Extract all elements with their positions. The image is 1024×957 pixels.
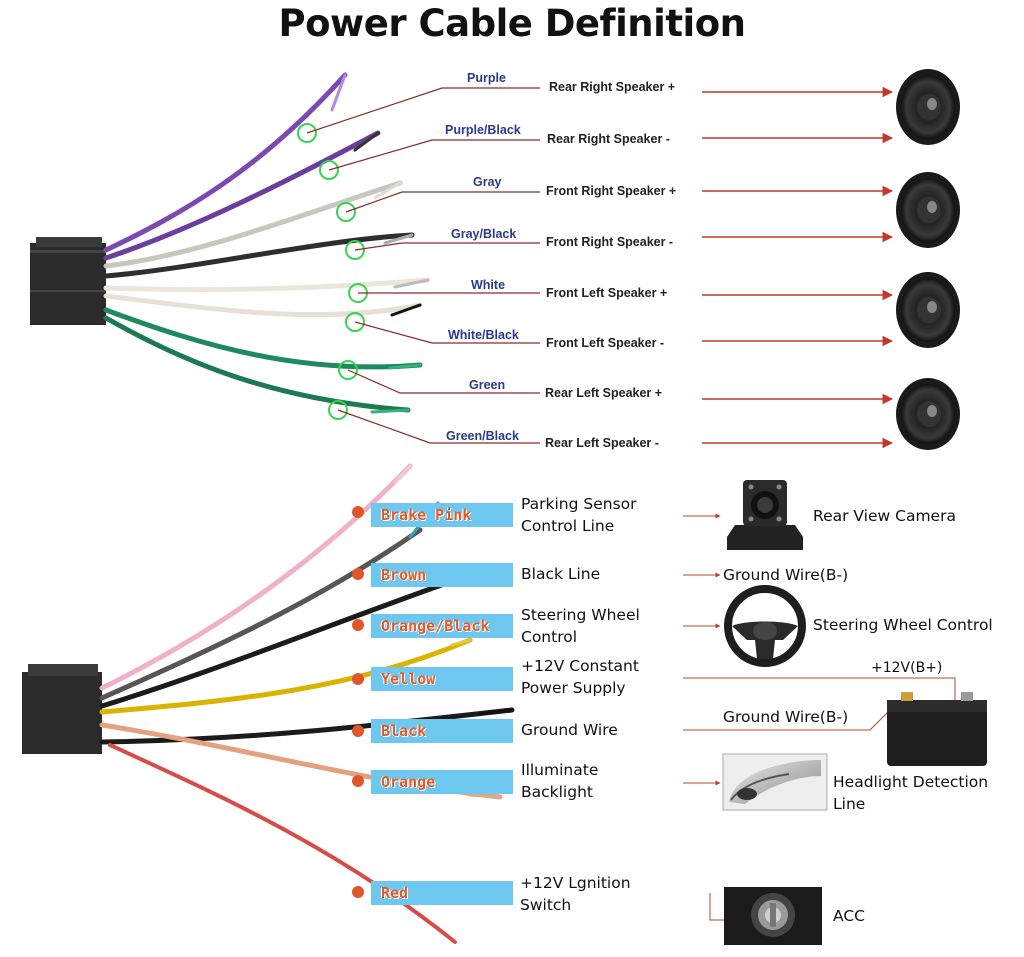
wire-label-green-black: Green/Black [446, 429, 519, 443]
wire-label-purple-black: Purple/Black [445, 123, 521, 137]
wire-label-gray: Gray [473, 175, 502, 189]
tag-brake-pink: Brake Pink [371, 503, 513, 527]
device-ground-wire-2: Ground Wire(B-) [723, 708, 849, 726]
function-backlight: Illuminate Backlight [521, 759, 598, 803]
function-line: +12V Constant [521, 657, 639, 675]
function-ignition: +12V Lgnition Switch [520, 872, 631, 916]
function-line: Illuminate [521, 761, 599, 779]
speaker-arrows [702, 86, 894, 449]
tag-yellow: Yellow [371, 667, 513, 691]
function-line: +12V Lgnition [520, 874, 631, 892]
diagram-title: Power Cable Definition [278, 2, 746, 45]
speaker-label: Rear Right Speaker + [549, 80, 676, 94]
speaker-label: Front Right Speaker + [546, 184, 677, 198]
function-line: Backlight [521, 783, 593, 801]
device-headlight-line: Line [833, 795, 866, 813]
device-headlight-line: Headlight Detection [833, 773, 989, 791]
tag-orange: Orange [371, 770, 513, 794]
ignition-switch-icon [724, 887, 822, 945]
device-acc: ACC [833, 907, 865, 925]
device-rear-camera: Rear View Camera [813, 507, 956, 525]
wire-label-gray-black: Gray/Black [451, 227, 517, 241]
tag-brown: Brown [371, 563, 513, 587]
function-constant-power: +12V Constant Power Supply [521, 655, 639, 699]
device-battery-plus: +12V(B+) [871, 660, 943, 676]
function-line: Ground Wire [521, 721, 618, 739]
connector-icon [30, 237, 106, 325]
speaker-label: Rear Left Speaker - [545, 436, 659, 450]
tag-orange-black: Orange/Black [371, 614, 513, 638]
function-line: Parking Sensor [521, 495, 637, 513]
device-ground-wire-1: Ground Wire(B-) [723, 566, 849, 584]
tag-black: Black [371, 719, 513, 743]
speaker-icon [896, 172, 960, 248]
wire-dots [352, 506, 364, 898]
wire-label-white-black: White/Black [448, 328, 519, 342]
speaker-icon [896, 378, 960, 450]
speaker-label: Rear Right Speaker - [547, 132, 670, 146]
headlight-icon [722, 753, 828, 811]
wire-label-purple: Purple [467, 71, 506, 85]
speaker-label: Front Left Speaker + [546, 286, 668, 300]
steering-wheel-icon [724, 585, 806, 667]
label-leaders [306, 87, 540, 444]
wire-label-white: White [471, 278, 506, 292]
camera-icon [727, 480, 803, 550]
speaker-wires [103, 72, 431, 414]
connector-icon [22, 664, 102, 754]
function-line: Control [521, 628, 578, 646]
speaker-harness [30, 69, 960, 450]
function-line: Power Supply [521, 679, 626, 697]
device-steering-control: Steering Wheel Control [813, 616, 993, 634]
speaker-label: Rear Left Speaker + [545, 386, 663, 400]
device-headlight: Headlight Detection Line [833, 771, 988, 815]
power-harness [22, 463, 987, 945]
speaker-icon [896, 69, 960, 145]
speaker-label: Front Right Speaker - [546, 235, 674, 249]
speaker-icon [896, 272, 960, 348]
power-wires [99, 463, 515, 944]
function-ground-wire: Ground Wire [521, 719, 618, 741]
wire-markers [297, 123, 368, 420]
function-line: Black Line [521, 565, 601, 583]
tag-red: Red [371, 881, 513, 905]
function-parking-sensor: Parking Sensor Control Line [521, 493, 637, 537]
function-black-line: Black Line [521, 563, 600, 585]
speaker-label: Front Left Speaker - [546, 336, 665, 350]
wire-label-green: Green [469, 378, 506, 392]
function-steering-control: Steering Wheel Control [521, 604, 640, 648]
function-line: Switch [520, 896, 572, 914]
function-line: Steering Wheel [521, 606, 640, 624]
function-line: Control Line [521, 517, 615, 535]
battery-icon [887, 692, 987, 766]
